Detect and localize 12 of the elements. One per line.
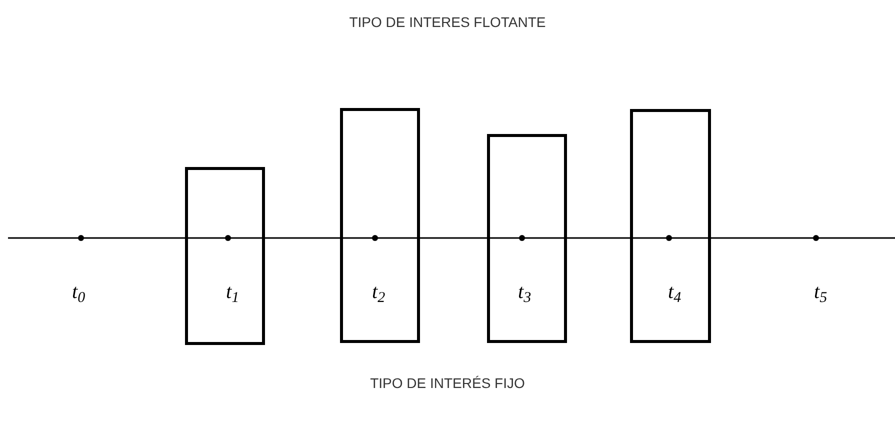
diagram-caption: TIPO DE INTERÉS FIJO bbox=[369, 374, 526, 393]
time-label: t$_{2}$ bbox=[372, 282, 386, 302]
time-label: t$_{0}$ bbox=[72, 282, 86, 302]
period-bar bbox=[340, 108, 420, 343]
time-label: t$_{4}$ bbox=[668, 282, 682, 302]
period-bar bbox=[630, 109, 711, 343]
period-bar bbox=[487, 134, 567, 343]
period-bar bbox=[185, 167, 265, 345]
time-label: t$_{5}$ bbox=[814, 282, 828, 302]
diagram-title: TIPO DE INTERES FLOTANTE bbox=[348, 13, 547, 32]
time-label: t$_{1}$ bbox=[226, 282, 240, 302]
time-label: t$_{3}$ bbox=[518, 282, 532, 302]
